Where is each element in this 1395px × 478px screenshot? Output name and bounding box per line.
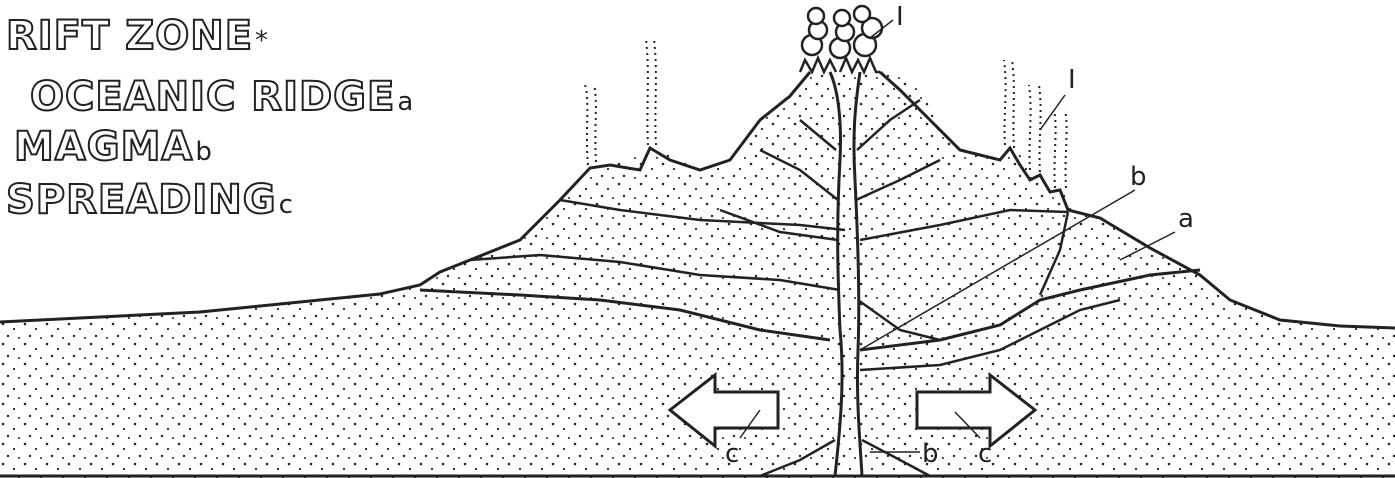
label-arrow-c-right: c bbox=[978, 439, 992, 469]
label-arrow-c-left: c bbox=[725, 439, 739, 469]
label-ridge-a: a bbox=[1178, 204, 1194, 234]
summit-vents bbox=[800, 58, 880, 72]
eruption-clouds bbox=[802, 6, 882, 58]
label-rift-vent-2: I bbox=[1068, 65, 1076, 95]
label-magma-b-upper: b bbox=[1130, 162, 1147, 192]
label-rift-vent-1: I bbox=[896, 2, 904, 32]
label-magma-b-bottom: b bbox=[922, 439, 939, 469]
